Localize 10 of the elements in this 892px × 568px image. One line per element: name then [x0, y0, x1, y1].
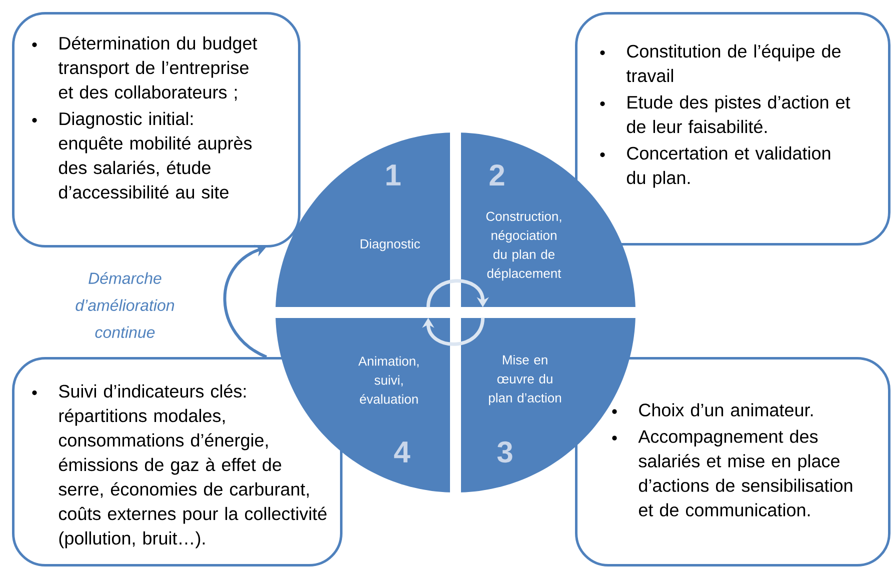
caption-text: Démarche d’amélioration continue — [76, 272, 174, 338]
quadrant-segment: Diagnostic 1 — [276, 132, 450, 307]
text-box: Constitution de l’équipe de travail Etude des pistes d’action et de leur faisabilité. Concertation et validation du plan. — [575, 12, 890, 246]
text-box: Suivi d’indicateurs clés: répartitions modales, consommations d’énergie, émissions de gaz à effet de serre, économies de carburant, coûts externes pour la collectivité (pollution, bruit…). — [12, 357, 342, 566]
quadrant-segment: Mise en œuvre du plan d’action 3 — [461, 318, 636, 492]
curved-arrow — [422, 318, 485, 346]
curved-arrow — [223, 244, 268, 358]
text-box: Détermination du budget transport de l’entreprise et des collaborateurs ; Diagnostic initial: enquête mobilité auprès des salariés, étude d’accessibilité au site — [12, 12, 300, 248]
text-box: Choix d’un animateur. Accompagnement des salariés et mise en place d’actions de sensibilisation et de communication. — [575, 357, 890, 566]
curved-arrow — [426, 279, 489, 308]
